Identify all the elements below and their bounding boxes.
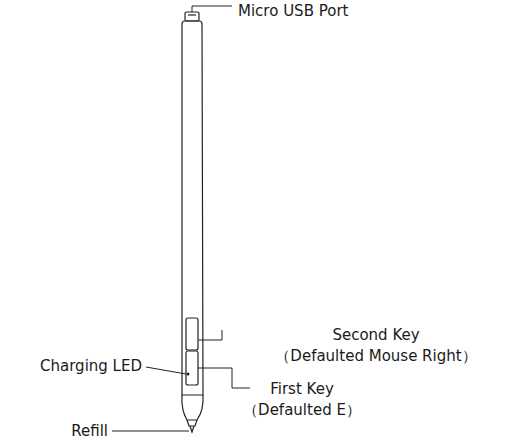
pen-barrel [182,21,203,395]
leader-line [112,431,189,432]
leader-line [198,368,250,388]
part-note: （Defaulted E） [243,401,361,419]
refill-tip [190,426,194,432]
leader-line [198,330,222,340]
first-key [186,351,198,385]
usb-port-cap [185,12,199,21]
leader-line [146,367,186,374]
part-label: First Key [270,380,334,398]
part-label: Charging LED [40,357,142,375]
part-label: Micro USB Port [238,2,348,20]
pen-outline [182,12,203,432]
part-note: （Defaulted Mouse Right） [275,347,476,365]
part-label: Second Key [332,326,419,344]
usb-port-slot [188,14,196,15]
part-label: Refill [71,422,108,440]
charging-led [187,373,189,375]
second-key [186,318,198,350]
leader-line [192,6,232,12]
pen-grip [182,395,203,420]
pen-nose [187,420,197,426]
